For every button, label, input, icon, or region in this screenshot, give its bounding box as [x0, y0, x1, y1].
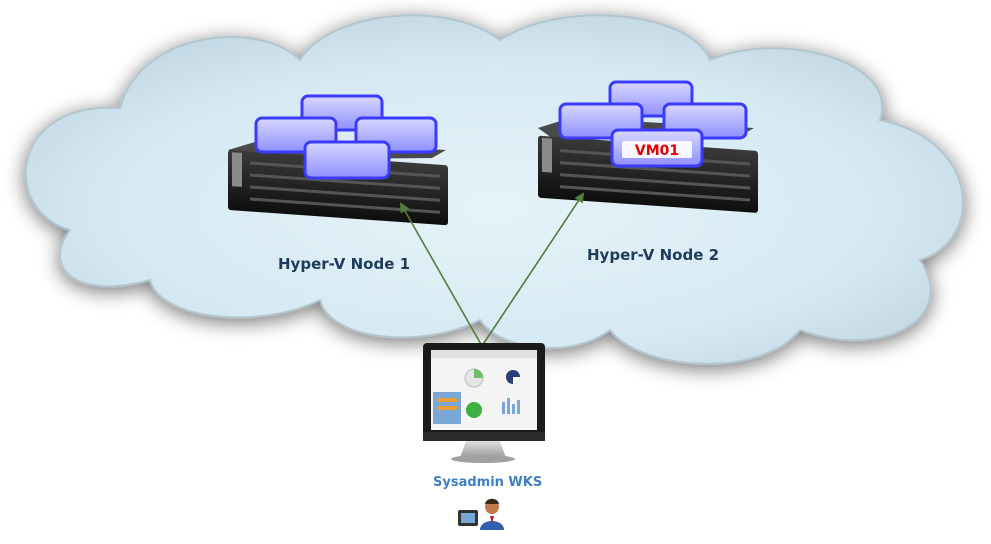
node1-label: Hyper-V Node 1 — [278, 255, 411, 273]
hyperv-node1-server — [228, 94, 448, 226]
monitor-icon — [423, 343, 545, 463]
user-at-computer-icon — [458, 498, 504, 530]
arrow-to-node2 — [481, 192, 585, 347]
arrow-to-node1 — [400, 202, 483, 347]
rack-server-icon — [228, 140, 448, 226]
hyperv-node2-server: VM01 — [538, 80, 758, 213]
vm01-label: VM01 — [635, 143, 679, 159]
workstation-label: Sysadmin WKS — [433, 475, 543, 490]
vm-box-icon — [303, 140, 391, 180]
cloud-shape — [24, 14, 964, 365]
node2-label: Hyper-V Node 2 — [587, 246, 720, 264]
vm01-box: VM01 — [610, 128, 704, 168]
